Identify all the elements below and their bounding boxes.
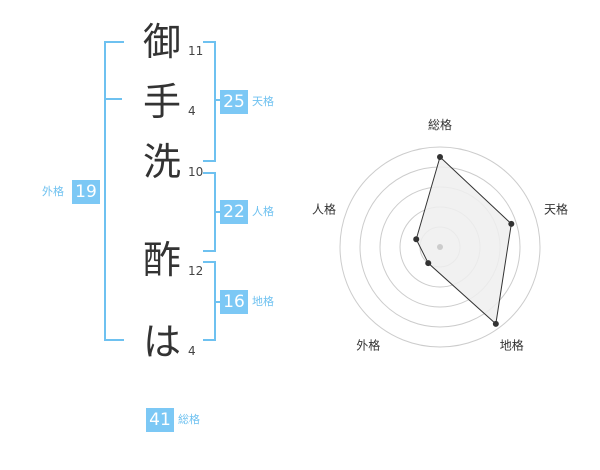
char-1: 御 [142, 20, 181, 64]
tenkaku-badge: 25 [220, 90, 248, 114]
jinkaku-bracket-connector [214, 211, 220, 213]
stroke-count-3: 10 [188, 165, 204, 179]
stroke-count-5: 4 [188, 344, 196, 358]
stroke-count-4: 12 [188, 264, 204, 278]
jinkaku-label: 人格 [252, 205, 274, 218]
radar-axis-label: 天格 [544, 201, 568, 216]
stroke-count-1: 11 [188, 44, 204, 58]
radar-axis-label: 人格 [312, 201, 336, 216]
gaikaku-label: 外格 [42, 185, 64, 198]
radar-data-point [425, 260, 432, 267]
gaikaku-bracket-tick [104, 98, 122, 100]
chikaku-bracket-connector [214, 301, 220, 303]
radar-grid-ring [359, 166, 521, 328]
char-5: は [142, 320, 181, 364]
radar-axis-label: 総格 [428, 117, 452, 132]
radar-grid-ring [379, 186, 501, 308]
jinkaku-badge: 22 [220, 200, 248, 224]
char-4: 酢 [142, 238, 181, 282]
soukaku-badge: 41 [146, 408, 174, 432]
radar-grid-ring [419, 226, 461, 268]
soukaku-label: 総格 [178, 413, 200, 426]
radar-grid-ring [339, 146, 541, 348]
radar-data-point [492, 320, 499, 327]
tenkaku-bracket [203, 41, 216, 162]
tenkaku-label: 天格 [252, 95, 274, 108]
tenkaku-bracket-connector [214, 99, 220, 101]
char-3: 洗 [142, 140, 181, 184]
stroke-count-2: 4 [188, 104, 196, 118]
gaikaku-bracket [104, 41, 124, 341]
radar-grid-ring [399, 206, 481, 288]
char-2: 手 [142, 80, 181, 124]
radar-axis-label: 地格 [500, 338, 524, 353]
radar-data-point [413, 236, 420, 243]
radar-data-polygon [415, 156, 512, 325]
gaikaku-badge: 19 [72, 180, 100, 204]
radar-data-point [437, 154, 443, 160]
radar-center-dot [437, 244, 443, 250]
chikaku-badge: 16 [220, 290, 248, 314]
radar-axis-label: 外格 [356, 338, 380, 353]
radar-data-point [508, 220, 515, 227]
chikaku-label: 地格 [252, 295, 274, 308]
